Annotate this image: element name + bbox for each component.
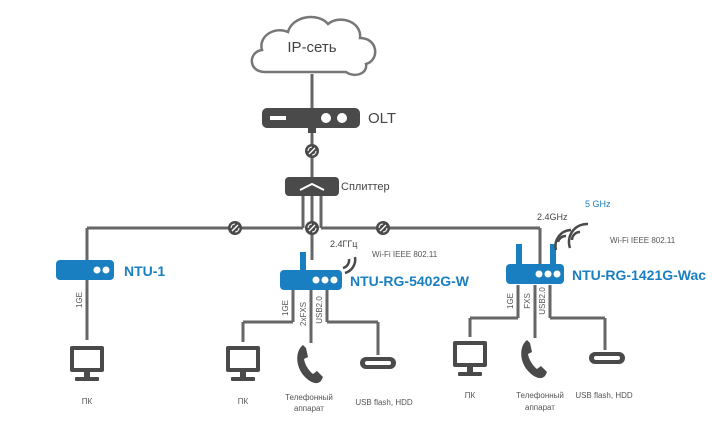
cloud-label: IP-сеть: [287, 39, 336, 56]
ntu-rg-1421-phone-label-2: аппарат: [525, 403, 555, 412]
ntu-1-label: NTU-1: [124, 263, 165, 279]
wifi-icon: [342, 256, 357, 275]
ntu-rg-1421-label: NTU-RG-1421G-Wac: [572, 267, 706, 283]
ntu-rg-1421-device: 2.4GHz 5 GHz Wi-Fi IEEE 802.11 NTU-RG-14…: [506, 199, 706, 315]
optical-connector-center: [304, 220, 320, 236]
ntu-rg-5402-wifi-band: 2.4ГГц: [330, 239, 357, 249]
ntu-rg-5402-usb-label: USB flash, HDD: [355, 398, 413, 407]
ntu-rg-5402-port-1ge: 1GE: [281, 300, 290, 316]
phone-icon: [297, 345, 323, 384]
ntu-rg-5402-phone-label-1: Телефонный: [285, 393, 333, 402]
ntu-rg-5402-pc-label: ПК: [238, 397, 249, 406]
ntu-rg-1421-port-1ge: 1GE: [506, 293, 515, 309]
optical-connector-left: [227, 220, 243, 236]
pc-icon: [453, 341, 487, 376]
wifi-icon: [554, 228, 572, 251]
ntu-rg-1421-port-fxs: FXS: [523, 293, 532, 309]
splitter-label: Сплиттер: [341, 181, 390, 193]
ntu-rg-5402-port-fxs: 2xFXS: [299, 302, 308, 326]
ntu-rg-1421-wifi-band-1: 2.4GHz: [537, 212, 568, 222]
ntu-rg-1421-phone-label-1: Телефонный: [516, 391, 564, 400]
optical-connector-right: [375, 220, 391, 236]
optical-connector-olt: [304, 143, 320, 159]
usb-drive-icon: [360, 357, 396, 369]
ntu-rg-5402-label: NTU-RG-5402G-W: [350, 273, 470, 289]
ntu-rg-5402-phone-label-2: аппарат: [294, 404, 324, 413]
pc-icon: [70, 346, 104, 381]
usb-drive-icon: [589, 352, 625, 364]
olt-device: OLT: [262, 108, 396, 133]
ntu-rg-1421-port-usb: USB2.0: [538, 287, 547, 315]
ntu-rg-1421-usb-label: USB flash, HDD: [575, 391, 633, 400]
splitter-device: Сплиттер: [285, 177, 390, 196]
wires: [85, 74, 607, 355]
cloud-icon: IP-сеть: [250, 15, 377, 76]
ntu-1-port-label: 1GE: [75, 292, 84, 308]
ntu-rg-5402-wifi-std: Wi-Fi IEEE 802.11: [372, 250, 438, 259]
ntu-rg-1421-wifi-std: Wi-Fi IEEE 802.11: [610, 236, 676, 245]
ntu-rg-5402-device: 2.4ГГц Wi-Fi IEEE 802.11 NTU-RG-5402G-W …: [280, 239, 470, 326]
ntu-1-pc-label: ПК: [82, 397, 93, 406]
phone-icon: [521, 340, 547, 379]
ntu-1-device: NTU-1 1GE: [56, 260, 165, 308]
ntu-rg-5402-port-usb: USB2.0: [315, 296, 324, 324]
pc-icon: [226, 346, 260, 381]
wifi-icon: [567, 222, 589, 249]
olt-label: OLT: [368, 110, 396, 127]
ntu-rg-1421-wifi-band-2: 5 GHz: [585, 199, 611, 209]
ntu-rg-1421-pc-label: ПК: [465, 391, 476, 400]
